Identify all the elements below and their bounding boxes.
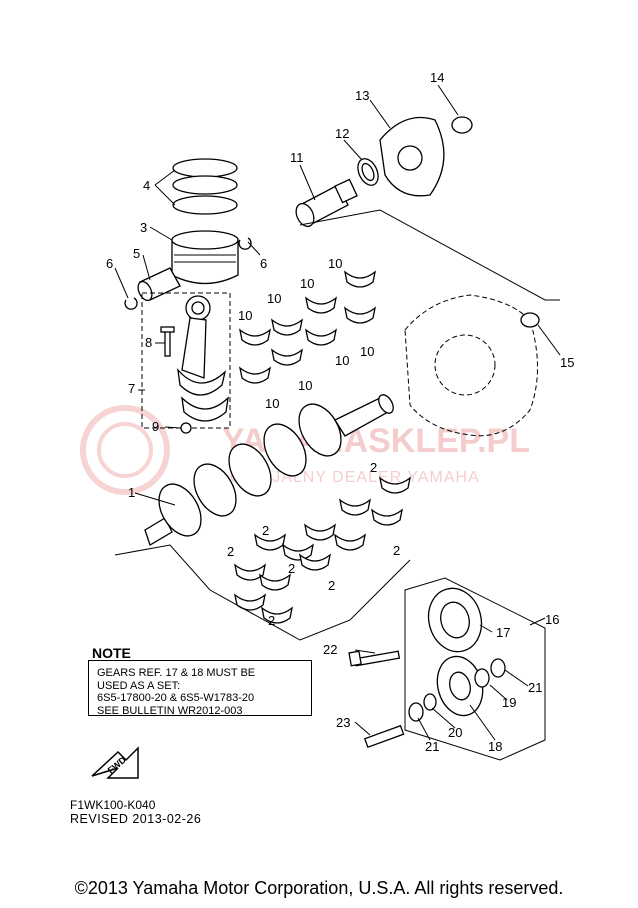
gear-set — [404, 577, 546, 761]
callout-15: 15 — [560, 355, 574, 370]
note-title: NOTE — [92, 645, 131, 661]
callout-10: 10 — [360, 344, 374, 359]
main-bearings — [234, 270, 411, 624]
callout-21: 21 — [528, 680, 542, 695]
piston-pin-clips — [124, 237, 252, 310]
callout-2: 2 — [393, 543, 400, 558]
copyright-notice: ©2013 Yamaha Motor Corporation, U.S.A. A… — [74, 878, 564, 898]
callout-2: 2 — [268, 613, 275, 628]
revised-date: REVISED 2013-02-26 — [70, 812, 202, 826]
callout-2: 2 — [262, 523, 269, 538]
callout-21: 21 — [425, 739, 439, 754]
note-line: SEE BULLETIN WR2012-003 — [97, 704, 243, 717]
callout-6: 6 — [106, 256, 113, 271]
piston-rings — [172, 158, 238, 215]
callout-8: 8 — [145, 335, 152, 350]
callout-10: 10 — [265, 396, 279, 411]
callout-18: 18 — [488, 739, 502, 754]
callout-1: 1 — [128, 485, 135, 500]
callout-9: 9 — [152, 419, 159, 434]
fwd-arrow-icon: FWD — [91, 746, 139, 779]
callout-6: 6 — [260, 256, 267, 271]
callout-2: 2 — [370, 460, 377, 475]
note-line: USED AS A SET: — [97, 679, 181, 692]
callout-14: 14 — [430, 70, 444, 85]
callout-20: 20 — [448, 725, 462, 740]
connecting-rod-assembly — [141, 292, 231, 434]
callout-2: 2 — [288, 561, 295, 576]
reference-code: F1WK100-K040 — [70, 798, 156, 812]
callout-17: 17 — [496, 625, 510, 640]
callout-3: 3 — [140, 220, 147, 235]
callout-19: 19 — [502, 695, 516, 710]
crankcase-outline — [404, 294, 538, 437]
note-line: GEARS REF. 17 & 18 MUST BE — [97, 667, 256, 679]
callout-11: 11 — [290, 150, 304, 165]
callout-10: 10 — [298, 378, 312, 393]
callout-7: 7 — [128, 381, 135, 396]
gear-bolt — [348, 650, 401, 667]
callout-5: 5 — [133, 246, 140, 261]
note-box: GEARS REF. 17 & 18 MUST BE USED AS A SET… — [88, 660, 312, 717]
piston — [171, 230, 239, 285]
callout-2: 2 — [328, 578, 335, 593]
callout-10: 10 — [300, 276, 314, 291]
note-line: 6S5-17800-20 & 6S5-W1783-20 — [97, 692, 255, 704]
callout-22: 22 — [323, 642, 337, 657]
leader-lines — [114, 84, 561, 741]
callout-12: 12 — [335, 126, 349, 141]
coupling-parts — [295, 116, 540, 328]
callout-2: 2 — [227, 544, 234, 559]
callout-labels: 1 2 2 2 2 2 2 2 3 4 5 6 6 7 8 9 10 10 10… — [106, 70, 574, 754]
callout-4: 4 — [143, 178, 150, 193]
callout-16: 16 — [545, 612, 559, 627]
dowel-pin — [363, 724, 405, 749]
callout-23: 23 — [336, 715, 350, 730]
callout-13: 13 — [355, 88, 369, 103]
watermark-logo-icon — [80, 405, 170, 495]
crankshaft — [144, 394, 394, 546]
callout-10: 10 — [335, 353, 349, 368]
callout-10: 10 — [328, 256, 342, 271]
callout-10: 10 — [238, 308, 252, 323]
callout-10: 10 — [267, 291, 281, 306]
